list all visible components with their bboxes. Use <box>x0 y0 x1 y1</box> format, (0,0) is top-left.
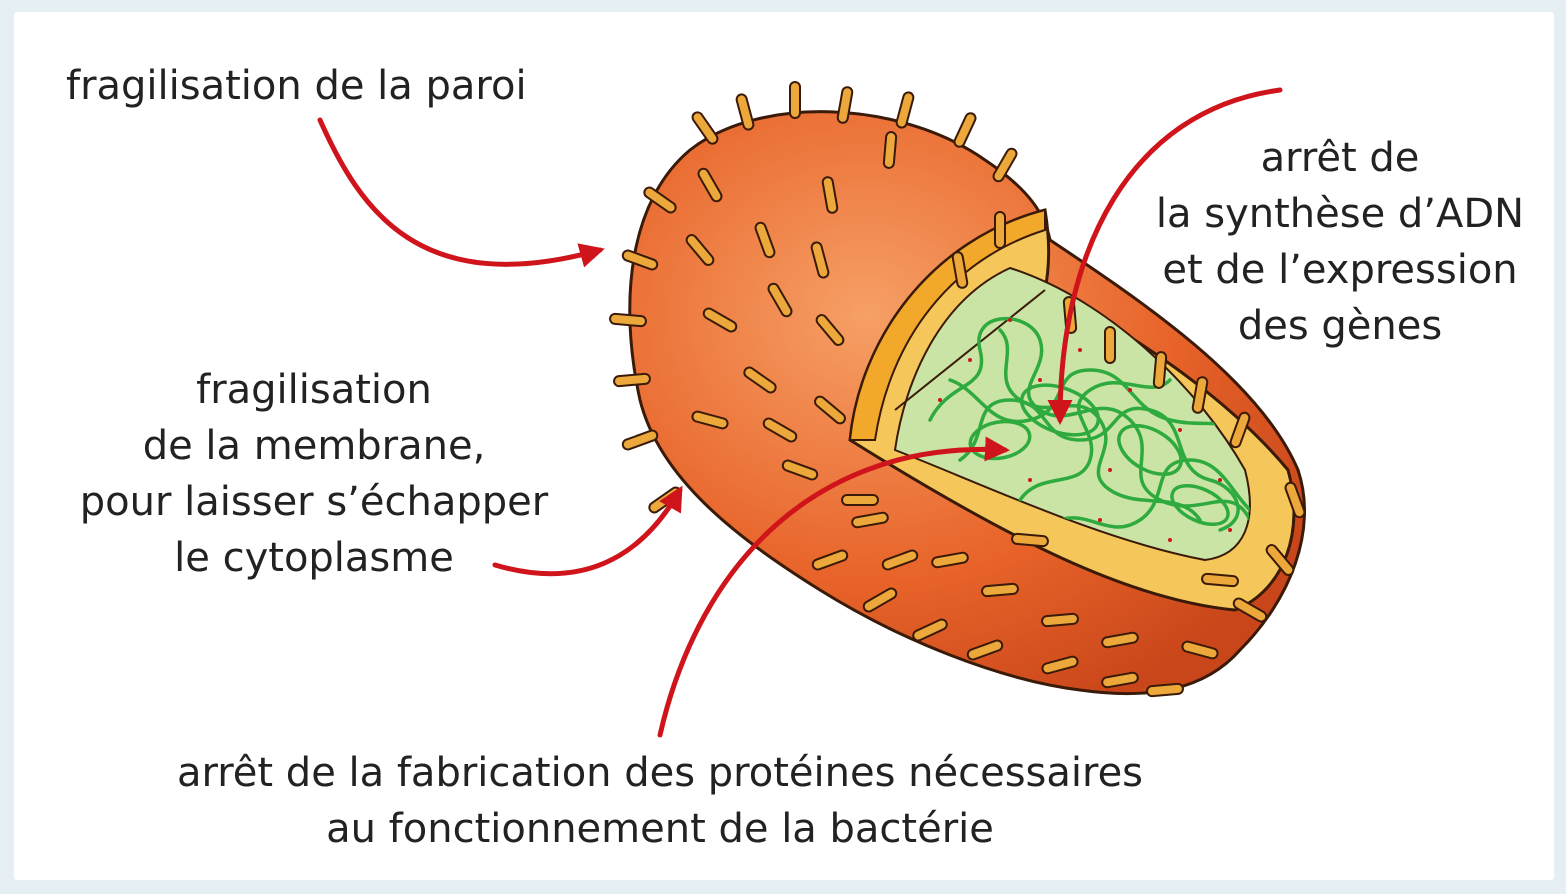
label-dna-line: et de l’expression <box>1140 242 1540 298</box>
pilus <box>1105 327 1115 363</box>
label-membrane-line: pour laisser s’échapper <box>64 474 564 530</box>
pilus <box>1153 352 1166 389</box>
pilus <box>896 91 915 128</box>
pilus <box>1147 683 1184 696</box>
label-wall-weakening: fragilisation de la paroi <box>66 58 527 114</box>
pilus <box>1202 573 1239 586</box>
pilus <box>883 132 896 169</box>
label-membrane-line: le cytoplasme <box>64 530 564 586</box>
label-protein-synthesis-stop: arrêt de la fabrication des protéines né… <box>110 745 1210 857</box>
label-dna-line: arrêt de <box>1140 130 1540 186</box>
pilus <box>995 212 1005 248</box>
label-membrane-line: fragilisation <box>64 362 564 418</box>
pilus <box>1042 613 1079 626</box>
pilus <box>982 583 1019 596</box>
label-proteins-line: arrêt de la fabrication des protéines né… <box>110 745 1210 801</box>
pilus <box>610 313 647 326</box>
pilus <box>1012 533 1049 546</box>
label-proteins-line: au fonctionnement de la bactérie <box>110 801 1210 857</box>
label-dna-synthesis-stop: arrêt de la synthèse d’ADN et de l’expre… <box>1140 130 1540 354</box>
arrow-wall <box>320 120 600 264</box>
label-membrane-line: de la membrane, <box>64 418 564 474</box>
pilus <box>621 429 658 451</box>
label-dna-line: des gènes <box>1140 298 1540 354</box>
pilus <box>790 82 800 118</box>
pilus <box>953 112 977 149</box>
pilus <box>842 495 878 505</box>
pilus <box>614 373 651 386</box>
label-membrane-weakening: fragilisation de la membrane, pour laiss… <box>64 362 564 586</box>
label-dna-line: la synthèse d’ADN <box>1140 186 1540 242</box>
